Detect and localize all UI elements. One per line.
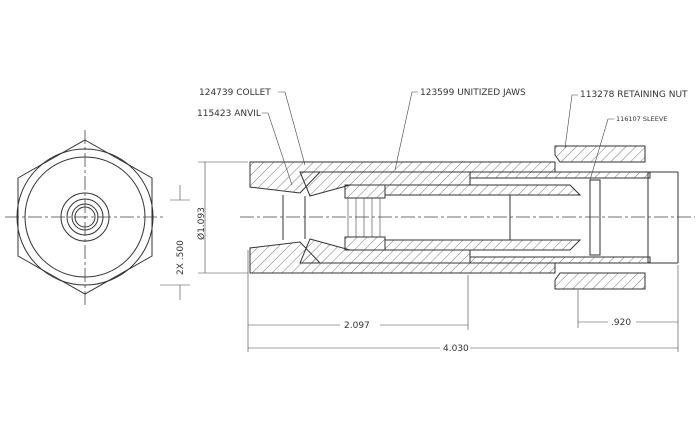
dim-nut-length: .920 — [611, 318, 631, 328]
dim-overall-length: 4.030 — [443, 344, 469, 354]
section-view — [240, 145, 695, 290]
callout-sleeve: 116107 SLEEVE — [616, 115, 667, 123]
callout-anvil: 115423 ANVIL — [197, 109, 261, 119]
end-view — [5, 130, 165, 305]
dimension-lines — [160, 161, 679, 352]
dim-diameter: Ø1.093 — [196, 207, 207, 240]
dim-collet-length: 2.097 — [344, 321, 370, 331]
dim-half-width: 2X .500 — [176, 240, 186, 275]
callout-nut: 113278 RETAINING NUT — [580, 90, 688, 100]
callout-jaws: 123599 UNITIZED JAWS — [420, 88, 526, 98]
callout-collet: 124739 COLLET — [199, 88, 271, 98]
leaders — [262, 91, 614, 186]
